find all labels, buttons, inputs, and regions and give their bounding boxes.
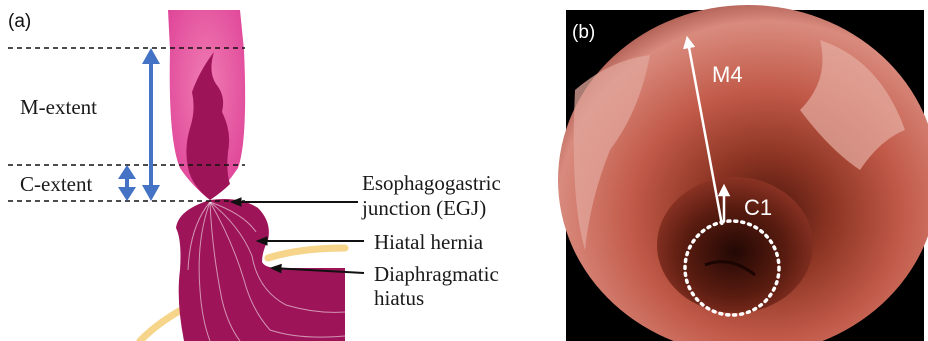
- c-extent-label: C-extent: [20, 172, 92, 196]
- c1-label: C1: [744, 195, 772, 220]
- m-extent-arrow: [142, 48, 160, 201]
- m4-label: M4: [712, 62, 743, 87]
- egj-label-line2: junction (EGJ): [361, 196, 486, 220]
- diaphragmatic-label-line1: Diaphragmatic: [374, 262, 499, 286]
- lumen: [657, 177, 813, 313]
- diaphragmatic-label-line2: hiatus: [374, 286, 424, 310]
- panel-a-label: (a): [8, 11, 31, 32]
- m-extent-label: M-extent: [20, 95, 97, 119]
- panel-b: (b) M4 C1: [558, 5, 928, 341]
- diaphragm-curve-right: [268, 248, 345, 258]
- egj-label-line1: Esophagogastric: [362, 171, 501, 195]
- panel-a: (a): [8, 10, 501, 341]
- hiatal-hernia-label: Hiatal hernia: [374, 230, 484, 254]
- c-extent-arrow: [118, 165, 136, 201]
- panel-b-label: (b): [572, 22, 595, 43]
